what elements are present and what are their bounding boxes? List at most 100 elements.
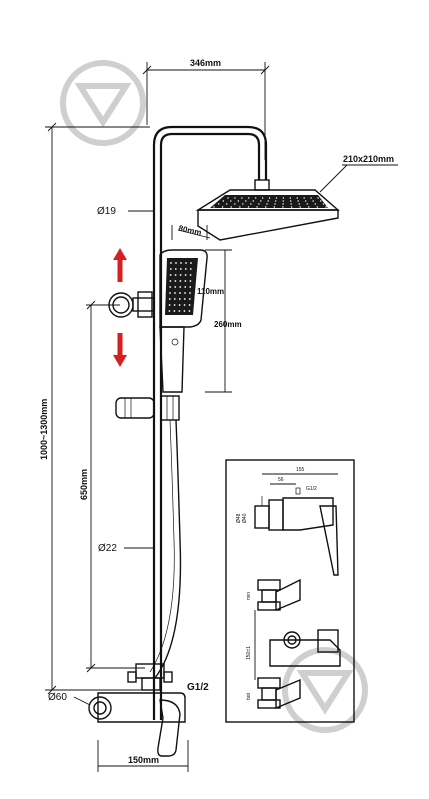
- hand-nozzle-dot: [180, 262, 182, 264]
- hand-nozzle-dot: [169, 286, 172, 288]
- nozzle-dot: [268, 197, 271, 199]
- nozzle-dot: [213, 206, 215, 208]
- label-dia19: Ø19: [97, 206, 116, 217]
- hand-nozzle-dot: [178, 304, 181, 306]
- label-thread: G1/2: [187, 682, 209, 693]
- hand-nozzle-dot: [174, 286, 177, 288]
- nozzle-dot: [312, 200, 314, 202]
- dim-346: 346mm: [142, 58, 270, 160]
- dim-dia19: Ø19: [97, 206, 154, 217]
- hand-nozzle-dot: [189, 292, 191, 294]
- hand-nozzle-dot: [189, 286, 192, 288]
- nozzle-dot: [264, 206, 267, 208]
- label-slide-range: 260mm: [214, 320, 242, 329]
- watermark-logo-bottom: [282, 647, 368, 733]
- nozzle-dot: [282, 200, 284, 202]
- hand-nozzle-dot: [184, 280, 187, 282]
- hand-nozzle-dot: [175, 262, 177, 264]
- nozzle-dot: [299, 206, 301, 208]
- nozzle-dot: [317, 197, 319, 199]
- dim-650: 650mm: [79, 300, 145, 673]
- nozzle-dot: [306, 203, 308, 205]
- nozzle-dot: [234, 197, 236, 199]
- dim-dia22: Ø22: [98, 543, 154, 554]
- inset-top-dim: 155: [296, 467, 305, 473]
- nozzle-dot: [322, 203, 325, 205]
- hand-nozzle-dot: [169, 280, 172, 282]
- hand-nozzle-dot: [168, 298, 171, 300]
- nozzle-dot: [221, 206, 224, 208]
- watermark-logo-top: [60, 60, 146, 146]
- hand-nozzle-dot: [179, 280, 182, 282]
- hand-nozzle-dot: [184, 286, 187, 288]
- nozzle-dot: [325, 206, 327, 208]
- nozzle-dot: [234, 203, 236, 205]
- nozzle-dot: [258, 203, 260, 205]
- nozzle-dot: [282, 197, 285, 199]
- hand-nozzle-dot: [179, 292, 181, 294]
- mixer-inset: 155 56 G1/2 Ø48 Ø40 min 150±1 bot: [225, 459, 355, 723]
- wall-bracket: [108, 291, 155, 318]
- nozzle-dot: [245, 200, 247, 202]
- hand-nozzle-dot: [178, 298, 181, 300]
- label-dia60: Ø60: [48, 692, 67, 703]
- hand-nozzle-dot: [184, 292, 186, 294]
- nozzle-dot: [230, 206, 232, 208]
- hand-nozzle-dot: [173, 304, 176, 306]
- nozzle-dot: [290, 203, 292, 205]
- nozzle-dot: [256, 206, 258, 208]
- hand-nozzle-dot: [169, 268, 172, 270]
- inset-bottom-label: bot: [246, 692, 252, 700]
- hand-nozzle-dot: [179, 286, 182, 288]
- nozzle-dot: [308, 206, 310, 208]
- hand-nozzle-dot: [189, 268, 192, 270]
- dim-total-height: 1000~1300mm: [39, 122, 150, 695]
- slide-holder: [115, 395, 180, 421]
- nozzle-dot: [230, 200, 232, 202]
- label-mixer-width: 150mm: [128, 755, 159, 765]
- hand-nozzle-dot: [174, 268, 177, 270]
- nozzle-dot: [310, 197, 312, 199]
- label-total-height: 1000~1300mm: [39, 399, 49, 460]
- inset-left-pipe: min: [246, 592, 252, 600]
- hose: [154, 419, 182, 679]
- slide-arrows: [113, 248, 127, 367]
- overhead-arm: [152, 125, 268, 720]
- hand-nozzle-dot: [183, 310, 186, 312]
- nozzle-dot: [252, 200, 254, 202]
- nozzle-dot: [316, 206, 319, 208]
- nozzle-dot: [275, 200, 277, 202]
- hand-nozzle-dot: [168, 310, 171, 312]
- hand-nozzle-dot: [173, 298, 176, 300]
- inset-sub-dim: 56: [278, 477, 284, 483]
- hand-nozzle-dot: [169, 274, 172, 276]
- hand-nozzle-dot: [174, 274, 177, 276]
- nozzle-dot: [247, 206, 250, 208]
- nozzle-dot: [242, 203, 244, 205]
- hand-nozzle-dot: [174, 280, 177, 282]
- hand-nozzle-dot: [173, 310, 176, 312]
- nozzle-dot: [296, 197, 298, 199]
- hand-nozzle-dot: [168, 304, 171, 306]
- inset-mid-dim: 150±1: [246, 646, 252, 660]
- nozzle-dot: [217, 203, 220, 205]
- label-dia22: Ø22: [98, 543, 117, 554]
- hand-nozzle-dot: [183, 304, 186, 306]
- nozzle-dot: [241, 197, 243, 199]
- nozzle-dot: [282, 206, 284, 208]
- overhead-shower-head: 210x210mm: [195, 154, 398, 241]
- nozzle-dot: [298, 203, 300, 205]
- nozzle-dot: [314, 203, 316, 205]
- nozzle-dot: [267, 200, 269, 202]
- nozzle-dot: [297, 200, 299, 202]
- nozzle-dot: [266, 203, 268, 205]
- nozzle-dot: [261, 197, 264, 199]
- nozzle-dot: [289, 197, 292, 199]
- nozzle-dot: [275, 197, 278, 199]
- nozzle-dot: [260, 200, 262, 202]
- label-head-size: 210x210mm: [343, 154, 394, 164]
- hand-nozzle-dot: [185, 262, 187, 264]
- hand-nozzle-dot: [189, 280, 192, 282]
- label-346: 346mm: [190, 58, 221, 68]
- inset-side-40: Ø40: [242, 513, 248, 523]
